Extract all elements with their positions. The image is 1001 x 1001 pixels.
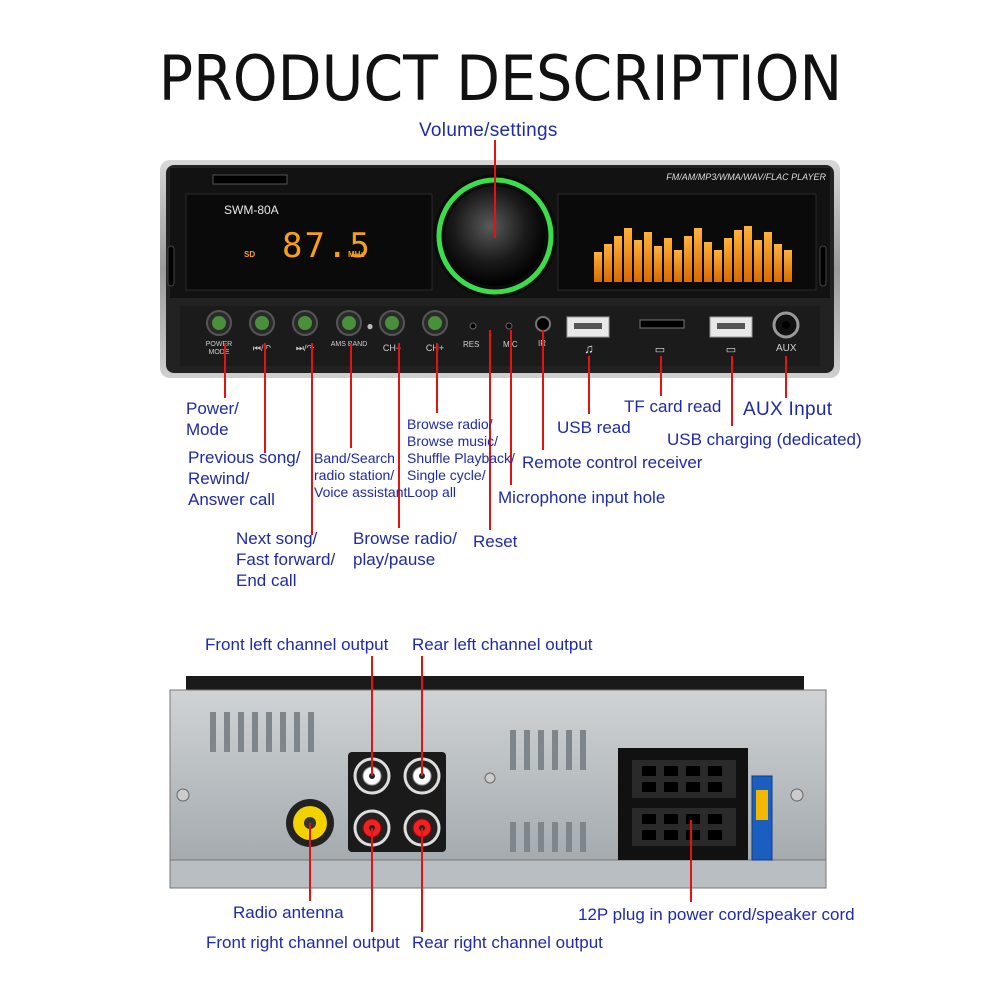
- label-antenna: Radio antenna: [233, 903, 344, 922]
- display-unit: MHz: [348, 250, 365, 259]
- button-label-band: AMS BAND: [330, 341, 368, 348]
- label-front-right: Front right channel output: [206, 933, 400, 952]
- callout-line-tf: [660, 356, 662, 396]
- callout-line-reset: [489, 330, 491, 530]
- label-band: Band/Search radio station/ Voice assista…: [314, 450, 408, 500]
- label-volume: Volume/settings: [419, 120, 558, 141]
- front-buttons: [206, 310, 448, 336]
- label-usb-read: USB read: [557, 418, 631, 437]
- aux-port-label: AUX: [776, 343, 797, 354]
- page-title: PRODUCT DESCRIPTION: [158, 42, 843, 115]
- label-plug: 12P plug in power cord/speaker cord: [578, 905, 855, 924]
- label-next: Next song/ Fast forward/ End call: [236, 529, 336, 590]
- label-browse-music: Browse radio/ Browse music/ Shuffle Play…: [407, 416, 515, 500]
- callout-line-rear-left: [421, 656, 423, 776]
- label-mic-hole: Microphone input hole: [498, 488, 666, 507]
- res-label: RES: [463, 340, 480, 349]
- label-browse-play: Browse radio/ play/pause: [353, 529, 457, 569]
- callout-line-band: [350, 343, 352, 448]
- spectrum-bars: [594, 226, 792, 282]
- button-label-previous: ⏮/↶: [252, 343, 272, 353]
- label-previous: Previous song/ Rewind/ Answer call: [188, 448, 301, 509]
- callout-line-browse-music: [436, 343, 438, 413]
- button-label-ch-plus: CH+: [425, 343, 445, 353]
- label-reset: Reset: [473, 532, 518, 551]
- callout-line-front-left: [371, 656, 373, 776]
- callout-line-volume: [494, 140, 496, 238]
- callout-line-remote: [542, 330, 544, 450]
- callout-line-next: [311, 343, 313, 535]
- display-source: SD: [244, 250, 256, 259]
- label-front-left: Front left channel output: [205, 635, 389, 654]
- callout-line-rear-right: [421, 828, 423, 932]
- label-remote: Remote control receiver: [522, 453, 703, 472]
- label-tf: TF card read: [624, 397, 722, 416]
- callout-line-front-right: [371, 828, 373, 932]
- label-rear-right: Rear right channel output: [412, 933, 603, 952]
- button-label-next: ⏭/↷: [295, 343, 315, 353]
- label-aux: AUX Input: [743, 399, 833, 420]
- callout-line-aux: [785, 356, 787, 398]
- callout-line-power: [224, 343, 226, 398]
- callout-line-plug: [690, 820, 692, 902]
- display-frequency: 87.5: [282, 226, 372, 266]
- panel-format-label: FM/AM/MP3/WMA/WAV/FLAC PLAYER: [666, 172, 826, 182]
- callout-line-mic: [510, 330, 512, 485]
- callout-line-previous: [264, 343, 266, 453]
- microphone-icon: ●: [366, 319, 373, 333]
- callout-line-usb-charge: [731, 356, 733, 426]
- label-rear-left: Rear left channel output: [412, 635, 593, 654]
- sd-card-icon: ▭: [655, 344, 665, 356]
- callout-line-antenna: [309, 823, 311, 901]
- label-power: Power/ Mode: [186, 399, 239, 439]
- battery-icon: ▭: [726, 344, 736, 356]
- button-label-ch-minus: CH−: [382, 343, 402, 353]
- music-note-icon: ♫: [584, 341, 594, 356]
- callout-line-usb-read: [588, 356, 590, 414]
- label-usb-charge: USB charging (dedicated): [667, 430, 862, 449]
- callout-line-browse-play: [398, 343, 400, 528]
- model-label: SWM-80A: [224, 203, 279, 217]
- button-label-power: POWER MODE: [205, 341, 233, 356]
